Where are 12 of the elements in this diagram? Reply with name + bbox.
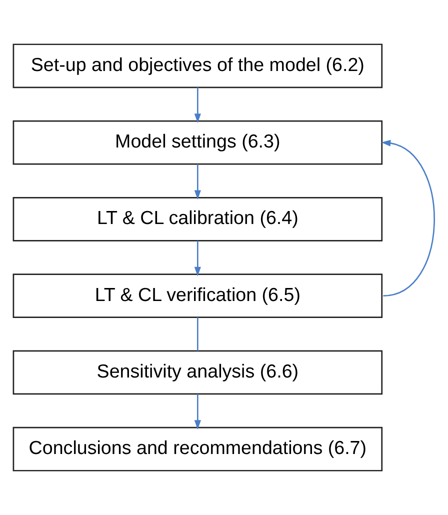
- node-box: LT & CL calibration (6.4): [12, 197, 383, 242]
- arrow: [194, 164, 201, 200]
- node-box: Model settings (6.3): [12, 120, 383, 165]
- arrow: [194, 240, 201, 276]
- arrow: [381, 140, 435, 296]
- connector: [197, 317, 198, 351]
- arrow: [194, 394, 201, 430]
- arrow: [194, 87, 201, 124]
- node-box: Set-up and objectives of the model (6.2): [12, 44, 383, 88]
- node-box: Conclusions and recommendations (6.7): [12, 426, 383, 472]
- node-box: LT & CL verification (6.5): [12, 274, 383, 318]
- node-box: Sensitivity analysis (6.6): [12, 350, 383, 395]
